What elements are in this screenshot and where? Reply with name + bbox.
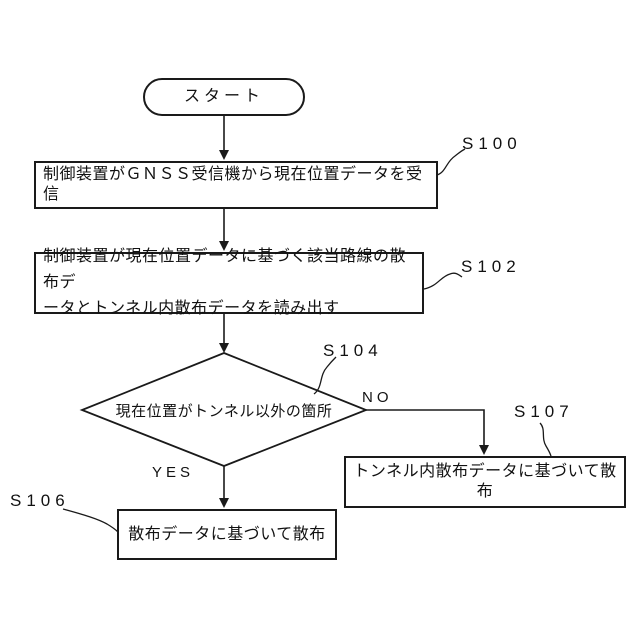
leader-s104 xyxy=(313,356,337,395)
arrowhead-s106 xyxy=(219,498,229,508)
branch-label-yes: YES xyxy=(152,464,195,481)
process-text-s106: 散布データに基づいて散布 xyxy=(128,525,326,543)
leader-s102 xyxy=(423,272,463,290)
arrowhead-s107 xyxy=(479,445,489,455)
arrowhead-s102 xyxy=(219,241,229,251)
decision-node-label: 現在位置がトンネル以外の箇所 xyxy=(115,403,333,420)
step-label-s102: S102 xyxy=(461,257,521,276)
step-label-s107: S107 xyxy=(514,402,574,421)
process-node-s100: 制御装置がＧＮＳＳ受信機から現在位置データを受信 xyxy=(34,161,438,209)
arrowhead-s104 xyxy=(219,343,229,353)
process-node-s102: 制御装置が現在位置データに基づく該当路線の散布デ ータとトンネル内散布データを読… xyxy=(34,248,424,317)
start-node: スタート xyxy=(143,78,305,116)
step-label-s100: S100 xyxy=(462,134,522,153)
start-label: スタート xyxy=(183,88,264,105)
process-text-s100: 制御装置がＧＮＳＳ受信機から現在位置データを受信 xyxy=(43,166,423,203)
process-text-s102-line2: ータとトンネル内散布データを読み出す xyxy=(43,300,340,317)
step-label-s104: S104 xyxy=(323,341,383,360)
process-node-s107: トンネル内散布データに基づいて散布 xyxy=(344,456,626,508)
process-text-s102-line1: 制御装置が現在位置データに基づく該当路線の散布デ xyxy=(43,248,407,291)
process-node-s106: 散布データに基づいて散布 xyxy=(117,509,337,560)
leader-s107 xyxy=(539,422,552,457)
leader-s100 xyxy=(436,148,466,176)
step-label-s106: S106 xyxy=(10,491,70,510)
branch-label-no: NO xyxy=(362,389,393,406)
process-text-s107: トンネル内散布データに基づいて散布 xyxy=(353,463,617,500)
leader-s106 xyxy=(62,508,119,533)
connector-s104-to-s107-no xyxy=(366,409,485,446)
arrowhead-s100 xyxy=(219,150,229,160)
